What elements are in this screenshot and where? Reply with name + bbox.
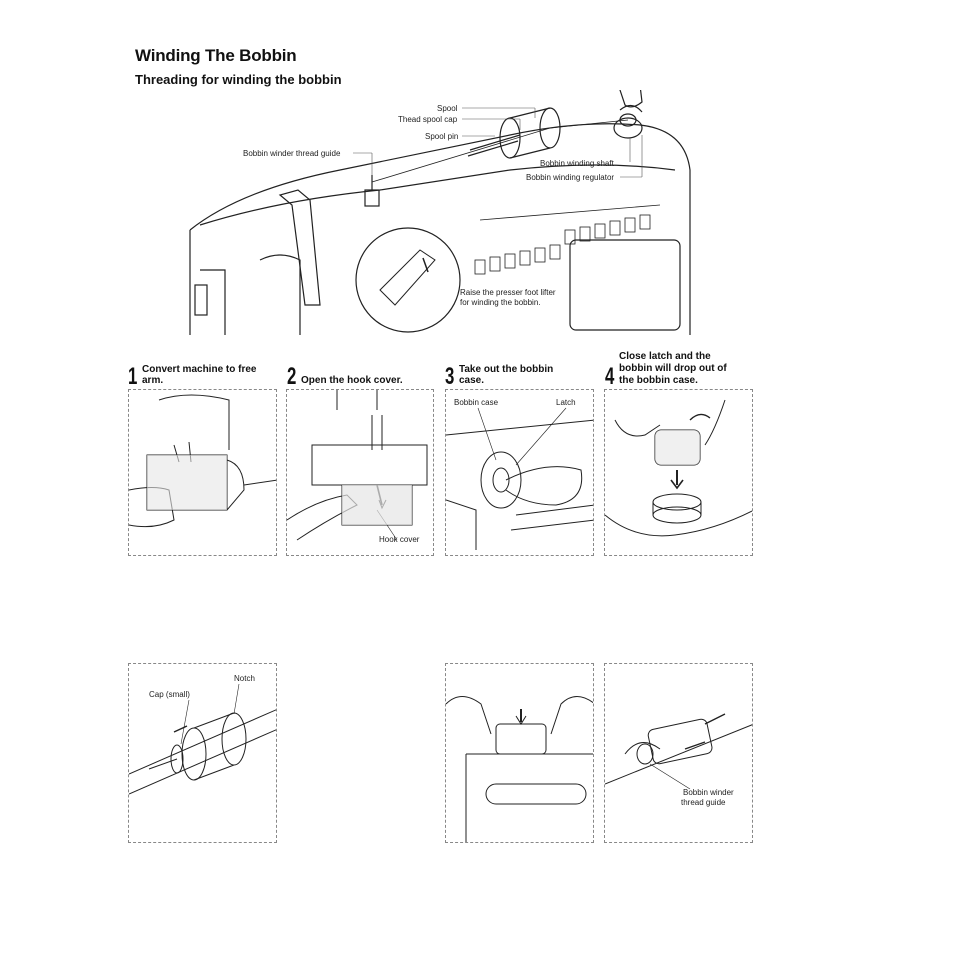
cap-notch-illustration: Notch Cap (small) — [128, 663, 277, 843]
machine-illustration — [180, 82, 700, 340]
step-3-illustration: Bobbin case Latch — [445, 389, 594, 556]
step-1-line-1: Convert machine to free — [142, 364, 257, 375]
callout-thread-spool-cap: Thead spool cap — [398, 115, 458, 124]
step-4-drawing — [605, 399, 752, 537]
step-3-line-1: Take out the bobbin — [459, 364, 554, 375]
step-2-number: 2 — [287, 363, 297, 390]
callout-bobbin-winding-regulator: Bobbin winding regulator — [526, 173, 615, 182]
page-title: Winding The Bobbin — [135, 46, 297, 65]
step-4-line-2: bobbin will drop out of — [619, 363, 727, 374]
step-4-illustration — [604, 389, 753, 556]
callout-presser-foot-1: Raise the presser foot lifter — [460, 288, 556, 297]
cap-notch-drawing — [129, 683, 276, 795]
step-4-line-3: the bobbin case. — [619, 375, 698, 386]
callout-presser-foot-2: for winding the bobbin. — [460, 298, 541, 307]
step-1-line-2: arm. — [142, 375, 164, 386]
thread-guide-illustration: Bobbin winder thread guide — [604, 663, 753, 843]
step-1-number: 1 — [128, 363, 138, 390]
step-1-illustration — [128, 389, 277, 556]
callout-bobbin-winding-shaft: Bobbin winding shaft — [540, 159, 614, 168]
step-3-line-2: case. — [459, 375, 485, 386]
step-2-drawing — [287, 390, 428, 541]
label-cap-small: Cap (small) — [149, 690, 190, 699]
step-4-line-1: Close latch and the — [619, 351, 711, 362]
step-4-number: 4 — [605, 363, 615, 390]
step-3-drawing — [446, 407, 593, 550]
callout-bobbin-winder-thread-guide: Bobbin winder thread guide — [243, 149, 341, 158]
step-3-number: 3 — [445, 363, 455, 390]
step-2-line-1: Open the hook cover. — [301, 375, 403, 386]
bobbin-insert-drawing — [446, 696, 593, 842]
label-notch: Notch — [234, 674, 255, 683]
section-subtitle: Threading for winding the bobbin — [135, 72, 342, 87]
label-latch: Latch — [556, 398, 576, 407]
callout-spool: Spool — [437, 104, 458, 113]
thread-guide-drawing — [605, 713, 752, 790]
label-thread-guide-1: Bobbin winder — [683, 788, 734, 797]
step-1-drawing — [129, 394, 276, 528]
label-thread-guide-2: thread guide — [681, 798, 726, 807]
machine-drawing — [189, 82, 691, 335]
label-bobbin-case: Bobbin case — [454, 398, 499, 407]
step-2-illustration: Hook cover — [286, 389, 434, 556]
bobbin-insert-illustration — [445, 663, 594, 843]
callout-spool-pin: Spool pin — [425, 132, 459, 141]
label-hook-cover: Hook cover — [379, 535, 420, 544]
